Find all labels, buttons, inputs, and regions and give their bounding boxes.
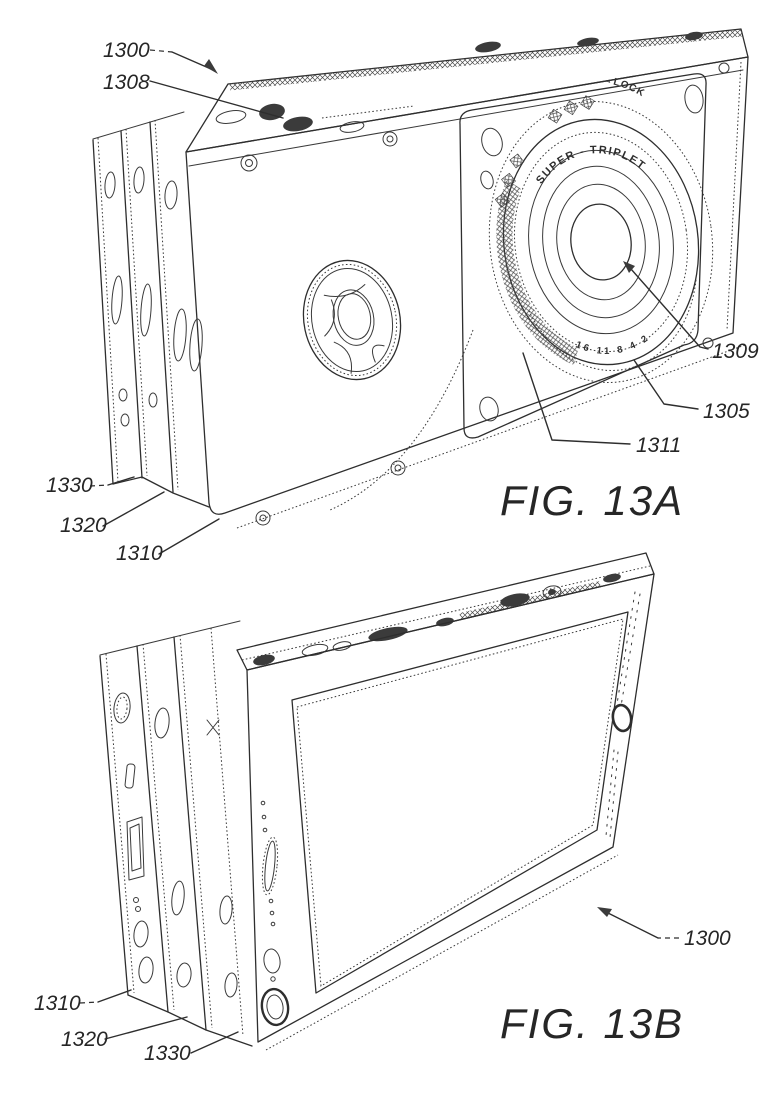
ref-1308-fig13a: 1308 [103, 71, 150, 94]
fig13b-caption: FIG. 13B [500, 1000, 684, 1047]
display-screen [291, 611, 629, 994]
ref-1310-fig13b: 1310 [34, 992, 81, 1015]
fig-13a: →LOCK SUPER - TRIPLET 16 11 8 4 2 [46, 28, 759, 565]
back-dial-button [611, 703, 633, 733]
camera-back-drawing [99, 552, 655, 1051]
ref-1330-fig13b: 1330 [144, 1042, 191, 1065]
module-ports-13b [113, 692, 238, 998]
ref-1330-fig13a: 1330 [46, 474, 93, 497]
hdmi-port [129, 823, 142, 872]
fig-13b: 1310 1320 1330 1300 FIG. 13B [34, 552, 731, 1065]
small-button [263, 948, 281, 974]
right-bezel-13b [605, 591, 641, 839]
left-bezel-13b [260, 800, 290, 1027]
top-controls-13b [253, 573, 621, 666]
front-screws-13a [240, 62, 730, 526]
large-button [260, 987, 290, 1027]
ref-1320-fig13b: 1320 [61, 1028, 108, 1051]
lens-shadow-curve [329, 329, 474, 511]
ref-1300-fig13b: 1300 [684, 927, 731, 950]
ref-1309-fig13a: 1309 [712, 340, 759, 363]
x-mark [206, 719, 220, 736]
ref-1310-fig13a: 1310 [116, 542, 163, 565]
lens-assembly: →LOCK SUPER - TRIPLET 16 11 8 4 2 [488, 69, 714, 383]
ref-1300-fig13a: 1300 [103, 39, 150, 62]
lens-mount-plate [459, 73, 714, 439]
slider-control [264, 840, 276, 892]
fig13a-leaders [89, 49, 709, 555]
ref-1320-fig13a: 1320 [60, 514, 107, 537]
lens-lock-text: →LOCK [600, 69, 648, 105]
ref-1311-fig13a: 1311 [636, 434, 681, 457]
front-dial [302, 259, 402, 381]
module-slots-13a [104, 166, 187, 427]
fig13b-leaders [79, 907, 679, 1054]
fig13a-caption: FIG. 13A [500, 477, 684, 524]
ref-1305-fig13a: 1305 [703, 400, 750, 423]
lens-grip-notches [494, 95, 595, 208]
